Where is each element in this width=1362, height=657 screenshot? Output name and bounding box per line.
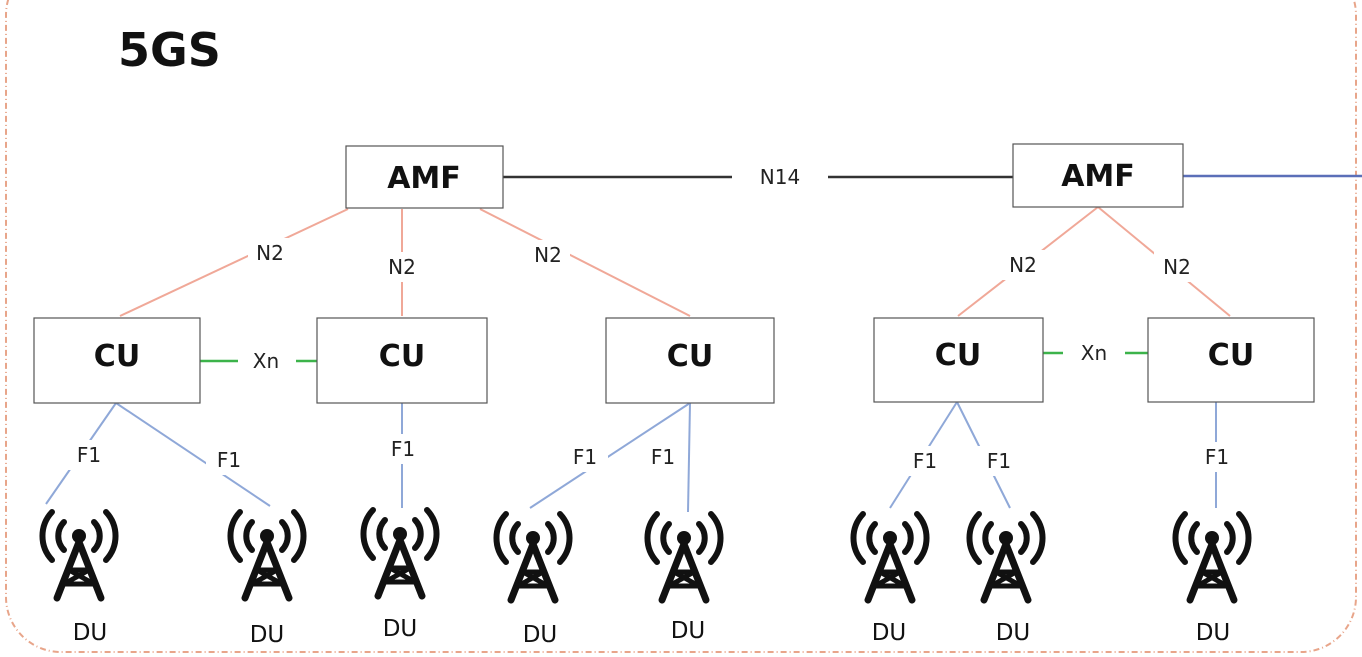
cell-tower-icon — [647, 514, 720, 600]
cu-label: CU — [94, 339, 140, 374]
du-label: DU — [872, 620, 907, 646]
cell-tower-icon — [496, 514, 569, 600]
f1-label-6: F1 — [913, 449, 937, 473]
cell-tower-icon — [969, 514, 1042, 600]
cu-node-3: CU — [605, 317, 775, 404]
cu-node-1: CU — [33, 317, 201, 404]
n2-label-5: N2 — [1163, 255, 1191, 279]
n2-label-4: N2 — [1009, 253, 1037, 277]
xn-label-2: Xn — [1081, 341, 1107, 365]
du-tower-6: DU — [853, 514, 926, 646]
cu-label: CU — [379, 339, 425, 374]
cu-node-4: CU — [873, 317, 1044, 403]
cell-tower-icon — [230, 512, 303, 598]
n2-label-2: N2 — [388, 255, 416, 279]
amf-node-2: AMF — [1012, 143, 1184, 208]
xn-label-1: Xn — [253, 349, 279, 373]
amf-node-1: AMF — [345, 145, 504, 209]
f1-label-5: F1 — [651, 445, 675, 469]
cu-node-5: CU — [1147, 317, 1315, 403]
du-label: DU — [523, 622, 558, 648]
cu-label: CU — [667, 339, 713, 374]
cell-tower-icon — [42, 512, 115, 598]
f1-label-7: F1 — [987, 449, 1011, 473]
du-label: DU — [671, 618, 706, 644]
f1-label-8: F1 — [1205, 445, 1229, 469]
du-tower-5: DU — [647, 514, 720, 644]
n2-label-1: N2 — [256, 241, 284, 265]
du-label: DU — [383, 616, 418, 642]
du-tower-8: DU — [1175, 514, 1248, 646]
diagram-title: 5GS — [118, 23, 221, 77]
amf-label: AMF — [387, 161, 461, 196]
cu-label: CU — [935, 338, 981, 373]
cu-node-2: CU — [316, 317, 488, 404]
du-tower-1: DU — [42, 512, 115, 646]
f1-label-1: F1 — [77, 443, 101, 467]
n14-label: N14 — [760, 165, 800, 189]
du-tower-4: DU — [496, 514, 569, 648]
5gs-boundary — [5, 0, 1357, 653]
f1-label-2: F1 — [217, 448, 241, 472]
f1-label-3: F1 — [391, 437, 415, 461]
cell-tower-icon — [1175, 514, 1248, 600]
cell-tower-icon — [853, 514, 926, 600]
f1-label-4: F1 — [573, 445, 597, 469]
du-tower-3: DU — [363, 510, 436, 642]
du-tower-2: DU — [230, 512, 303, 648]
cu-label: CU — [1208, 338, 1254, 373]
du-label: DU — [996, 620, 1031, 646]
du-tower-7: DU — [969, 514, 1042, 646]
amf-label: AMF — [1061, 159, 1135, 194]
du-label: DU — [250, 622, 285, 648]
du-label: DU — [1196, 620, 1231, 646]
du-label: DU — [73, 620, 108, 646]
n2-label-3: N2 — [534, 243, 562, 267]
cell-tower-icon — [363, 510, 436, 596]
